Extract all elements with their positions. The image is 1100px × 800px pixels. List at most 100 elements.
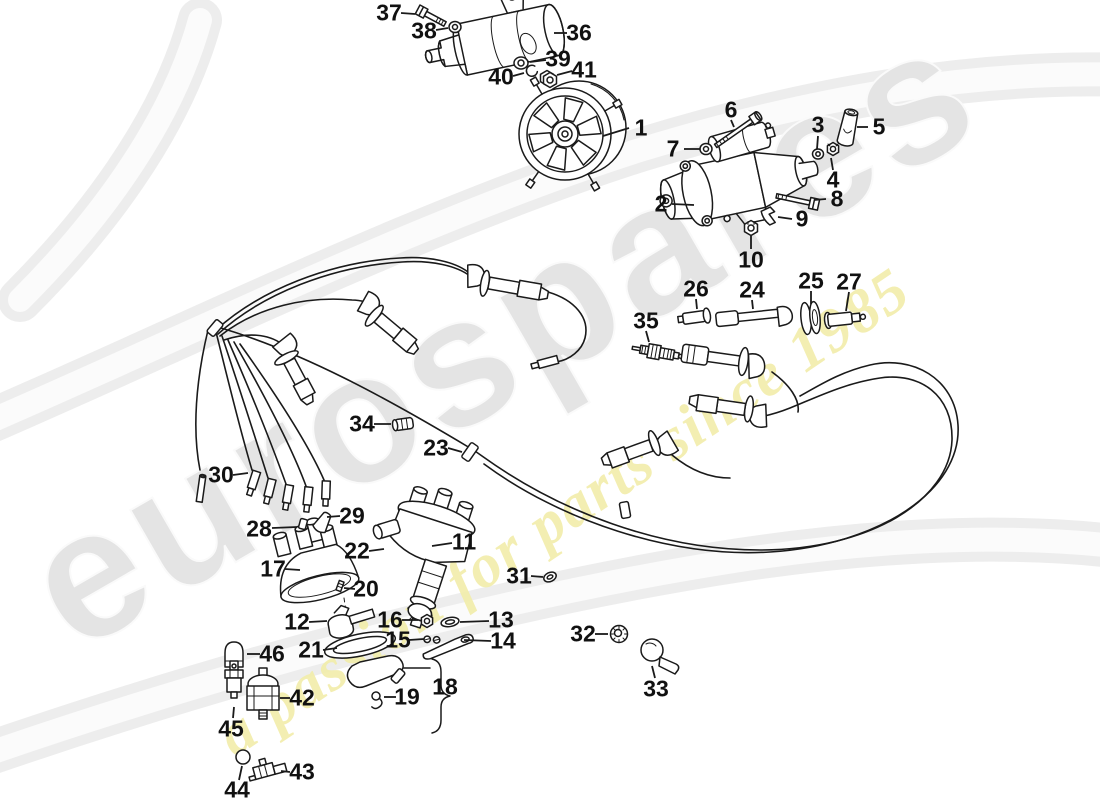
callout-leader-4: [830, 157, 834, 171]
part-18-bracket-drawing: [346, 654, 451, 734]
callout-leader-35: [645, 330, 650, 343]
spark-plug-wire-harness-drawing: [195, 256, 959, 554]
part-3-washer-drawing: [811, 148, 825, 160]
part-12-rotor-drawing: [327, 604, 376, 639]
callout-leader-43: [280, 770, 291, 773]
part-43-sensor-drawing: [248, 757, 288, 782]
callout-leader-22: [368, 548, 385, 552]
part-31-ring-drawing: [543, 571, 557, 583]
part-callout-29: 29: [339, 502, 365, 529]
part-14-terminal-strip-drawing: [422, 633, 474, 660]
part-4-nut-drawing: [826, 141, 840, 157]
part-callout-26: 26: [683, 275, 709, 302]
part-callout-20: 20: [353, 575, 379, 602]
callout-leader-41: [556, 70, 573, 76]
part-9-clip-drawing: [760, 206, 776, 226]
callout-leader-lines: [232, 12, 868, 781]
part-callout-5: 5: [872, 113, 886, 140]
part-15-screws-drawing: [423, 635, 441, 644]
callout-leader-6: [730, 119, 735, 128]
callout-leader-15: [408, 638, 425, 641]
part-6-bolt-drawing: [713, 110, 763, 149]
part-10-nut-drawing: [743, 219, 759, 237]
part-callout-35: 35: [633, 307, 659, 334]
part-callout-40: 40: [488, 63, 514, 90]
part-callout-41: 41: [571, 56, 597, 83]
part-callout-3: 3: [811, 111, 825, 138]
part-37-bolt-drawing: [414, 4, 447, 27]
part-callout-7: 7: [666, 135, 680, 162]
part-32-nut-drawing: [609, 624, 629, 644]
part-8-bolt-drawing: [775, 192, 821, 211]
callout-leader-23: [447, 447, 463, 453]
part-34-clip-drawing: [391, 416, 415, 432]
part-20-screw-drawing: [335, 579, 345, 593]
part-callout-1: 1: [634, 114, 648, 141]
callout-leader-1: [602, 127, 630, 137]
part-callout-43: 43: [289, 758, 315, 785]
part-24-cable-drawing: [715, 305, 794, 328]
diagram-art: [195, 0, 959, 782]
part-callout-44: 44: [224, 776, 250, 800]
part-callout-25: 25: [798, 267, 824, 294]
part-callout-23: 23: [423, 434, 449, 461]
callout-leader-9: [777, 216, 793, 220]
part-callout-34: 34: [349, 410, 375, 437]
callout-leader-21: [322, 647, 338, 651]
callout-leader-3: [816, 135, 819, 150]
part-callout-2: 2: [654, 190, 668, 217]
part-callout-46: 46: [259, 640, 285, 667]
part-40-clip-drawing: [525, 64, 539, 78]
part-callout-30: 30: [208, 461, 234, 488]
part-41-nut-drawing: [539, 69, 558, 89]
part-callout-9: 9: [795, 205, 809, 232]
part-callout-4: 4: [826, 166, 840, 193]
callout-leader-29: [326, 515, 341, 518]
part-38-washer-drawing: [448, 20, 462, 34]
part-callout-42: 42: [289, 684, 315, 711]
callout-leader-17: [284, 568, 301, 571]
part-11-distributor-drawing: [372, 486, 476, 629]
part-callout-12: 12: [284, 608, 310, 635]
part-callout-22: 22: [344, 537, 370, 564]
part-callout-18: 18: [432, 673, 458, 700]
part-27-connector-drawing: [823, 311, 867, 330]
part-5-cap-drawing: [836, 108, 859, 147]
part-callout-33: 33: [643, 675, 669, 702]
callout-leader-30: [232, 472, 249, 476]
part-16-nut-drawing: [420, 613, 434, 629]
part-callout-21: 21: [298, 636, 324, 663]
callout-leader-13: [459, 620, 490, 623]
callout-leader-38: [435, 27, 449, 31]
part-7-washer-drawing: [699, 142, 713, 156]
part-19-clip-drawing: [371, 691, 383, 710]
part-callout-45: 45: [218, 715, 244, 742]
part-callout-14: 14: [490, 627, 516, 654]
part-callout-39: 39: [545, 45, 571, 72]
part-21-gasket-drawing: [323, 631, 397, 659]
part-13-washer-drawing: [440, 616, 460, 628]
callout-leader-39: [529, 59, 547, 63]
part-42-sender-drawing: [246, 667, 280, 720]
part-45-sensor-drawing: [224, 660, 244, 699]
part-callout-24: 24: [739, 276, 765, 303]
callout-leader-27: [845, 291, 850, 312]
part-callout-38: 38: [411, 17, 437, 44]
part-36-ignition-coil-drawing: [424, 0, 566, 76]
part-35-spark-plug-drawing: [631, 342, 684, 361]
callout-leader-26: [695, 298, 698, 310]
callout-leader-11: [431, 542, 453, 547]
part-39-washer-drawing: [513, 56, 529, 70]
part-callout-8: 8: [830, 185, 844, 212]
callout-leader-37: [400, 12, 416, 15]
callout-leader-44: [238, 765, 243, 781]
part-callout-36: 36: [566, 19, 592, 46]
harness-plug-connector-drawing: [680, 343, 766, 380]
callout-leader-12: [308, 620, 328, 623]
callout-leader-31: [530, 575, 544, 578]
part-44-oring-drawing: [235, 749, 251, 765]
callout-leader-24: [751, 299, 754, 310]
part-28-ferrule-drawing: [297, 517, 309, 531]
